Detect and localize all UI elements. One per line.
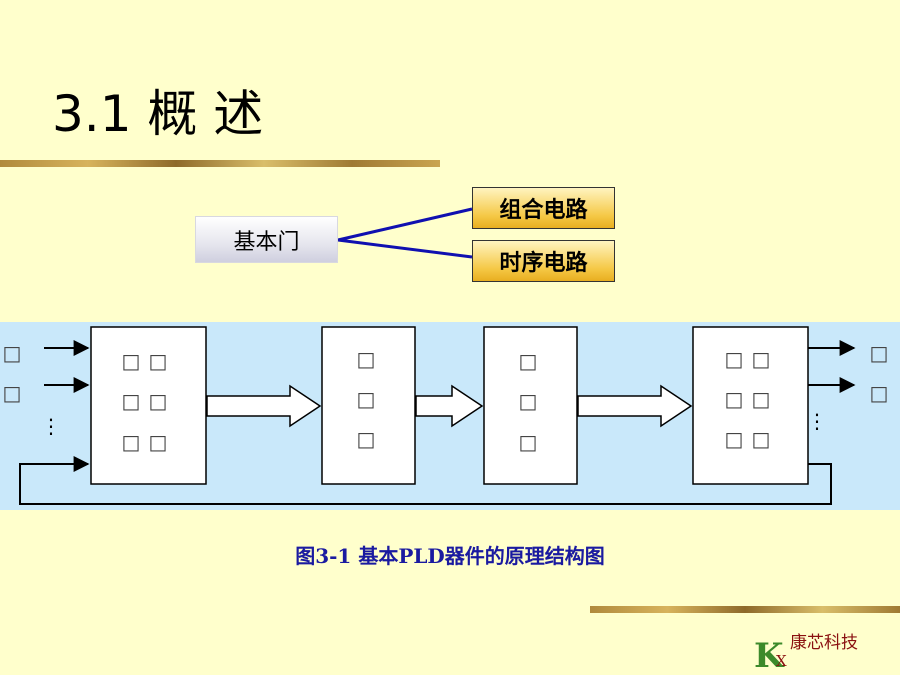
or-array-block [483, 326, 578, 485]
output-block-glyph: □ [725, 347, 744, 371]
logo-k-letter: K [754, 636, 785, 670]
figure-caption: 图3-1 基本PLD器件的原理结构图 [295, 544, 605, 568]
input-side-label-2: □ [3, 381, 22, 405]
sequential-circuit-box: 时序电路 [472, 240, 615, 282]
hollow-arrow-3 [577, 384, 693, 428]
output-ellipsis: ⋮ [807, 409, 827, 433]
slide-title: 3.1 概 述 [52, 85, 264, 143]
output-block-glyph: □ [725, 387, 744, 411]
title-divider-bar [0, 160, 440, 167]
and-block-glyph: □ [357, 387, 376, 411]
block-glyphs: □ □ □ □ □ □ □ □ □ □ □ □ □ □ □ □ □ □ [122, 347, 771, 454]
feedback-loop-line [19, 456, 832, 505]
output-block-glyph: □ [752, 427, 771, 451]
input-block-glyph: □ [122, 389, 141, 413]
hollow-arrow-2 [415, 384, 484, 428]
input-block-glyph: □ [149, 430, 168, 454]
output-block-glyph: □ [752, 347, 771, 371]
input-side-label-1: □ [3, 341, 22, 365]
output-side-label-1: □ [870, 341, 889, 365]
and-block-glyph: □ [357, 347, 376, 371]
combinational-circuit-box: 组合电路 [472, 187, 615, 229]
and-block-glyph: □ [357, 427, 376, 451]
hollow-arrow-1 [206, 384, 322, 428]
input-circuit-block [90, 326, 207, 485]
and-array-block [321, 326, 416, 485]
or-block-glyph: □ [519, 389, 538, 413]
output-side-label-2: □ [870, 381, 889, 405]
basic-gate-box: 基本门 [195, 216, 338, 263]
output-block-glyph: □ [752, 387, 771, 411]
or-block-glyph: □ [519, 349, 538, 373]
or-block-glyph: □ [519, 430, 538, 454]
pld-structure-diagram: □ □ □ □ □ □ □ □ □ □ □ □ □ □ □ □ □ □ □ □ … [3, 326, 889, 505]
input-block-glyph: □ [122, 349, 141, 373]
kx-logo-mark: K X [754, 636, 787, 670]
output-circuit-block [692, 326, 809, 485]
pld-diagram-band: □ □ □ □ □ □ □ □ □ □ □ □ □ □ □ □ □ □ □ □ … [0, 322, 900, 510]
input-block-glyph: □ [122, 430, 141, 454]
input-block-glyph: □ [149, 389, 168, 413]
output-block-glyph: □ [725, 427, 744, 451]
company-logo-text: 康芯科技 [790, 633, 858, 653]
input-ellipsis: ⋮ [41, 414, 61, 438]
logo-x-letter: X [776, 652, 787, 670]
connector-line-bottom [337, 238, 473, 259]
connector-line-top [337, 207, 473, 242]
input-block-glyph: □ [149, 349, 168, 373]
footer-divider-bar [590, 606, 900, 613]
